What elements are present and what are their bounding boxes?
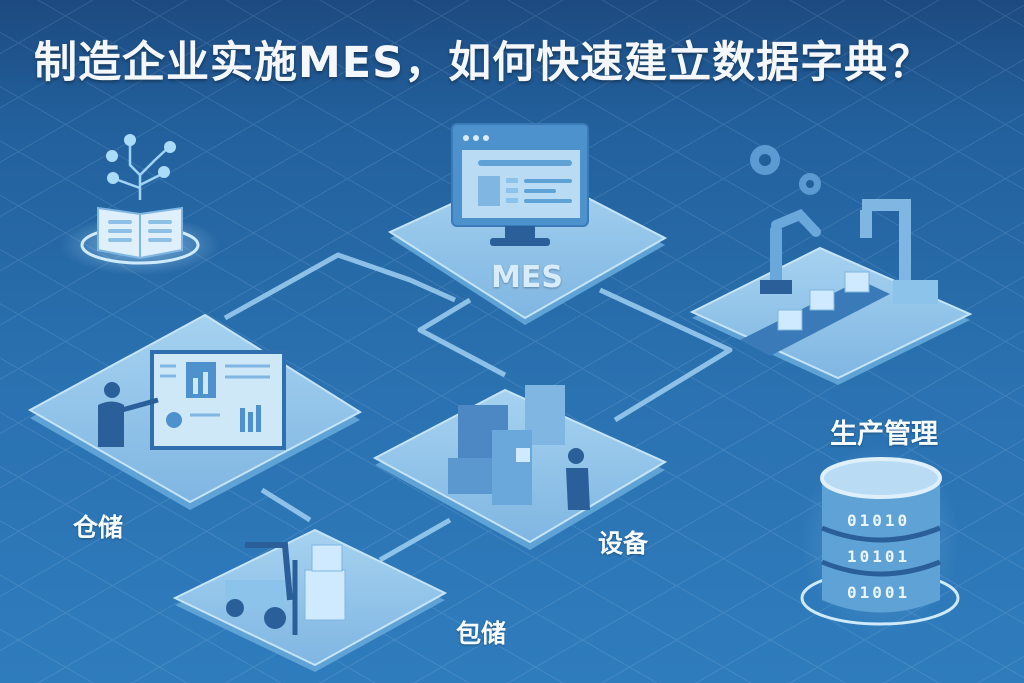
- warehouse-bottom-label: 包储: [456, 619, 507, 648]
- warehouse-top-label: 仓储: [73, 513, 124, 542]
- equipment-label: 设备: [598, 529, 649, 558]
- gear-icon: [750, 145, 821, 195]
- database-row-2: 10101: [847, 547, 910, 566]
- robot-arm-conveyor-icon: [740, 199, 938, 356]
- equipment-node: [372, 385, 668, 550]
- production-node: [689, 145, 973, 385]
- warehouse-bottom-node: [172, 528, 448, 672]
- database-row-1: 01010: [847, 511, 910, 530]
- page-title: 制造企业实施MES，如何快速建立数据字典？: [34, 38, 933, 88]
- mes-node: [387, 123, 668, 325]
- mes-node-label: MES: [491, 260, 563, 295]
- machine-operator-icon: [448, 385, 590, 510]
- presentation-board-icon: [150, 350, 286, 450]
- database-row-3: 01001: [847, 583, 910, 602]
- database-icon: 01010 10101 01001: [800, 445, 960, 635]
- connector-lines: [223, 252, 733, 563]
- forklift-icon: [225, 542, 346, 635]
- open-book-tree-icon: [60, 134, 220, 275]
- warehouse-top-node: [27, 313, 363, 510]
- monitor-icon: [451, 123, 589, 246]
- production-node-label: 生产管理: [830, 419, 938, 450]
- presenter-icon: [98, 382, 159, 447]
